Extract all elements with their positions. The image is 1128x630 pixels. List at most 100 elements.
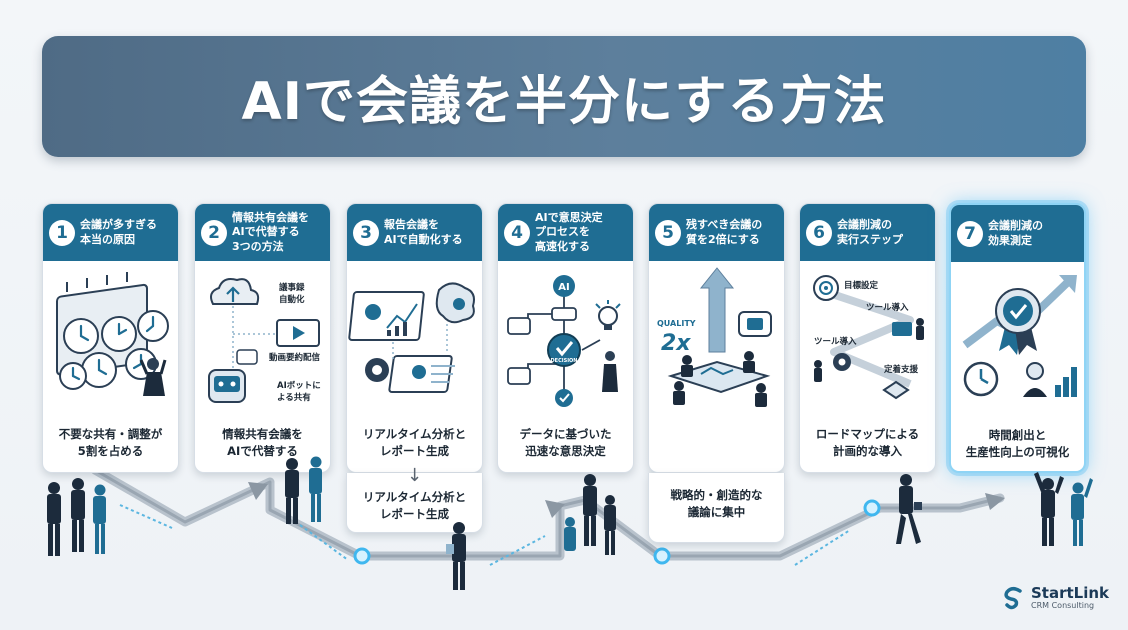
step-card-7: 7 会議削減の効果測定 時間創出と生産性向上の可視化 bbox=[949, 203, 1086, 473]
stressed-person-icon bbox=[139, 358, 167, 396]
quality-meeting-icon: QUALITY 2x bbox=[657, 267, 772, 407]
dotted-arrow-3 bbox=[489, 535, 546, 566]
up-arrow-icon bbox=[699, 267, 735, 353]
cloud-video-bot-icon: 議事録 自動化 動画要約配信 AIボットに よる共有 bbox=[208, 278, 321, 403]
card-heading: AIで意思決定プロセスを高速化する bbox=[535, 211, 603, 253]
label-decision: DECISION bbox=[551, 358, 578, 364]
step-number: 5 bbox=[655, 219, 681, 246]
roadmap-steps-icon: 目標設定 ツール導入 ツール導入 定着支援 bbox=[813, 275, 924, 400]
step-card-5-extension: 戦略的・創造的な議論に集中 bbox=[648, 473, 785, 543]
card-sub-caption: 戦略的・創造的な議論に集中 bbox=[670, 488, 763, 519]
card-header: 7 会議削減の効果測定 bbox=[951, 205, 1084, 262]
path-line-top bbox=[93, 468, 1002, 558]
card-heading: 残すべき会議の質を2倍にする bbox=[686, 218, 763, 246]
path-line bbox=[90, 465, 1005, 561]
award-growth-icon bbox=[962, 275, 1077, 397]
arrow-down-icon: ↓ bbox=[407, 465, 423, 486]
celebrating-team-figure bbox=[1034, 472, 1093, 546]
dotted-arrow-4 bbox=[794, 529, 851, 566]
dotted-arrow-2 bbox=[299, 524, 349, 561]
label-automation: 自動化 bbox=[279, 294, 305, 305]
ai-bot-icon bbox=[208, 349, 258, 403]
label-2x: 2x bbox=[661, 331, 691, 356]
brain-icon bbox=[435, 282, 475, 324]
business-team-figure-1 bbox=[47, 478, 106, 556]
step-number: 4 bbox=[504, 219, 530, 246]
decision-flow-icon: AI DECISION bbox=[507, 275, 621, 407]
video-player-icon bbox=[276, 319, 320, 347]
path-node-3 bbox=[863, 499, 881, 517]
award-badge-icon bbox=[995, 288, 1041, 355]
business-team-figure-2 bbox=[285, 456, 322, 524]
dashboard-brain-icon bbox=[348, 282, 475, 393]
chat-bubble-icon bbox=[738, 311, 772, 337]
card-header: 6 会議削減の実行ステップ bbox=[800, 204, 935, 261]
card-sub-caption: リアルタイム分析とレポート生成 bbox=[362, 490, 467, 521]
label-video-summary: 動画要約配信 bbox=[269, 352, 321, 363]
card-header: 5 残すべき会議の質を2倍にする bbox=[649, 204, 784, 261]
step-card-4: 4 AIで意思決定プロセスを高速化する AI DECISION bbox=[497, 203, 634, 473]
step-card-6: 6 会議削減の実行ステップ 目標設定 ツール導入 ツール導入 定着支援 ロードマ… bbox=[799, 203, 936, 473]
gear-icon bbox=[365, 358, 389, 382]
lightbulb-icon bbox=[595, 300, 621, 330]
handshake-icon bbox=[882, 380, 910, 400]
clock-icon bbox=[963, 361, 999, 397]
dotted-arrow-1 bbox=[119, 504, 173, 529]
step-number: 1 bbox=[49, 219, 75, 246]
label-adoption-support: 定着支援 bbox=[883, 364, 919, 375]
label-minutes: 議事録 bbox=[279, 282, 305, 293]
dashboard-screen-icon bbox=[348, 291, 425, 341]
target-icon bbox=[813, 275, 839, 301]
path-node-2 bbox=[653, 547, 671, 565]
cloud-upload-icon bbox=[210, 278, 260, 305]
card-heading: 会議削減の効果測定 bbox=[988, 219, 1043, 247]
brand-tagline: CRM Consulting bbox=[1031, 601, 1095, 610]
business-person-walking-figure bbox=[896, 474, 922, 544]
card-header: 4 AIで意思決定プロセスを高速化する bbox=[498, 204, 633, 261]
label-goal-setting: 目標設定 bbox=[844, 280, 879, 291]
presenter-person-icon bbox=[602, 351, 618, 392]
label-sharing: よる共有 bbox=[277, 392, 311, 403]
step-number: 2 bbox=[201, 219, 227, 246]
card-caption: リアルタイム分析とレポート生成 bbox=[362, 427, 467, 458]
label-ai-bot: AIボットに bbox=[277, 380, 321, 391]
label-ai: AI bbox=[558, 282, 569, 293]
title-banner: AIで会議を半分にする方法 bbox=[42, 36, 1086, 157]
person-icon bbox=[1023, 362, 1047, 397]
path-arrowhead-3 bbox=[985, 493, 1005, 510]
gear-icon bbox=[833, 353, 851, 371]
tool-box-icon bbox=[892, 322, 912, 336]
step-number: 6 bbox=[806, 219, 832, 246]
business-person-tablet-figure bbox=[446, 522, 466, 590]
calendar-clock-overload-icon bbox=[56, 272, 169, 396]
label-quality: QUALITY bbox=[657, 319, 696, 328]
label-tool-intro-2: ツール導入 bbox=[814, 336, 857, 347]
card-header: 1 会議が多すぎる本当の原因 bbox=[43, 204, 178, 261]
startlink-logo-icon bbox=[1004, 587, 1022, 610]
card-heading: 会議が多すぎる本当の原因 bbox=[80, 218, 157, 246]
bar-growth-icon bbox=[1055, 367, 1077, 397]
label-tool-intro-1: ツール導入 bbox=[866, 302, 909, 313]
card-heading: 会議削減の実行ステップ bbox=[837, 218, 903, 246]
path-arrowhead-1 bbox=[248, 482, 268, 500]
brand-name: StartLink bbox=[1031, 584, 1110, 602]
brand-logo-block: StartLink CRM Consulting bbox=[1002, 586, 1109, 611]
step-card-5: 5 残すべき会議の質を2倍にする QUALITY 2x bbox=[648, 203, 785, 473]
card-caption: ロードマップによる計画的な導入 bbox=[815, 427, 920, 458]
path-node-1 bbox=[353, 547, 371, 565]
report-document-icon bbox=[388, 355, 455, 393]
step-number: 3 bbox=[353, 219, 379, 246]
card-caption: データに基づいた迅速な意思決定 bbox=[519, 427, 612, 458]
business-team-figure-3 bbox=[564, 474, 616, 555]
card-caption: 時間創出と生産性向上の可視化 bbox=[965, 428, 1070, 459]
step-number: 7 bbox=[957, 220, 983, 247]
